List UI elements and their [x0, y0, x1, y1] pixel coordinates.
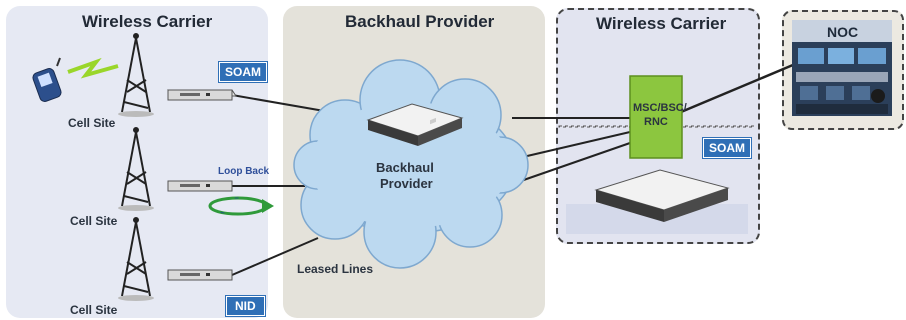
- cell-tower-icon: [118, 217, 154, 301]
- backhaul-router-icon: [366, 103, 464, 146]
- soam-badge-left: SOAM: [219, 62, 267, 82]
- msc-box: [629, 75, 683, 159]
- links: [231, 60, 801, 276]
- msc-label-line1: MSC/BSC/: [633, 102, 687, 114]
- wireless-signal-icon: [67, 57, 119, 79]
- phone-icon: [32, 57, 62, 102]
- cell-site-label: Cell Site: [68, 116, 116, 130]
- cell-tower-icon: [118, 127, 154, 211]
- nid-device-icon: [167, 269, 233, 281]
- backhaul-router-icon: [594, 169, 730, 222]
- link-cell1-cloud: [231, 94, 331, 113]
- loopback-label: Loop Back: [218, 166, 270, 177]
- leased-lines-label: Leased Lines: [297, 262, 374, 276]
- link-cloud-msc-2: [509, 131, 631, 161]
- cell-site-label: Cell Site: [70, 303, 118, 317]
- nid-device-icon: [167, 180, 233, 192]
- cloud-label-line2: Provider: [380, 176, 433, 191]
- cell-tower-icon: [118, 33, 154, 117]
- msc-label-line2: RNC: [644, 116, 668, 128]
- noc-label: NOC: [827, 24, 859, 40]
- cloud-label-line1: Backhaul: [376, 160, 434, 175]
- link-cloud-msc-3: [514, 142, 631, 184]
- link-cell3-cloud: [231, 237, 319, 276]
- right-panel-title: Wireless Carrier: [596, 14, 727, 33]
- nid-badge: NID: [226, 296, 265, 316]
- soam-badge-right: SOAM: [703, 138, 751, 158]
- left-panel-title: Wireless Carrier: [82, 12, 213, 31]
- left-panel-wireless-carrier: [6, 6, 268, 318]
- noc-control-room-icon: [792, 20, 892, 116]
- nid-device-icon: [167, 89, 237, 101]
- loopback-arrow-icon: [208, 196, 274, 216]
- cloud-fill: [310, 102, 510, 228]
- middle-panel-title: Backhaul Provider: [345, 12, 495, 31]
- link-msc-noc: [680, 60, 801, 114]
- cell-site-label: Cell Site: [70, 214, 118, 228]
